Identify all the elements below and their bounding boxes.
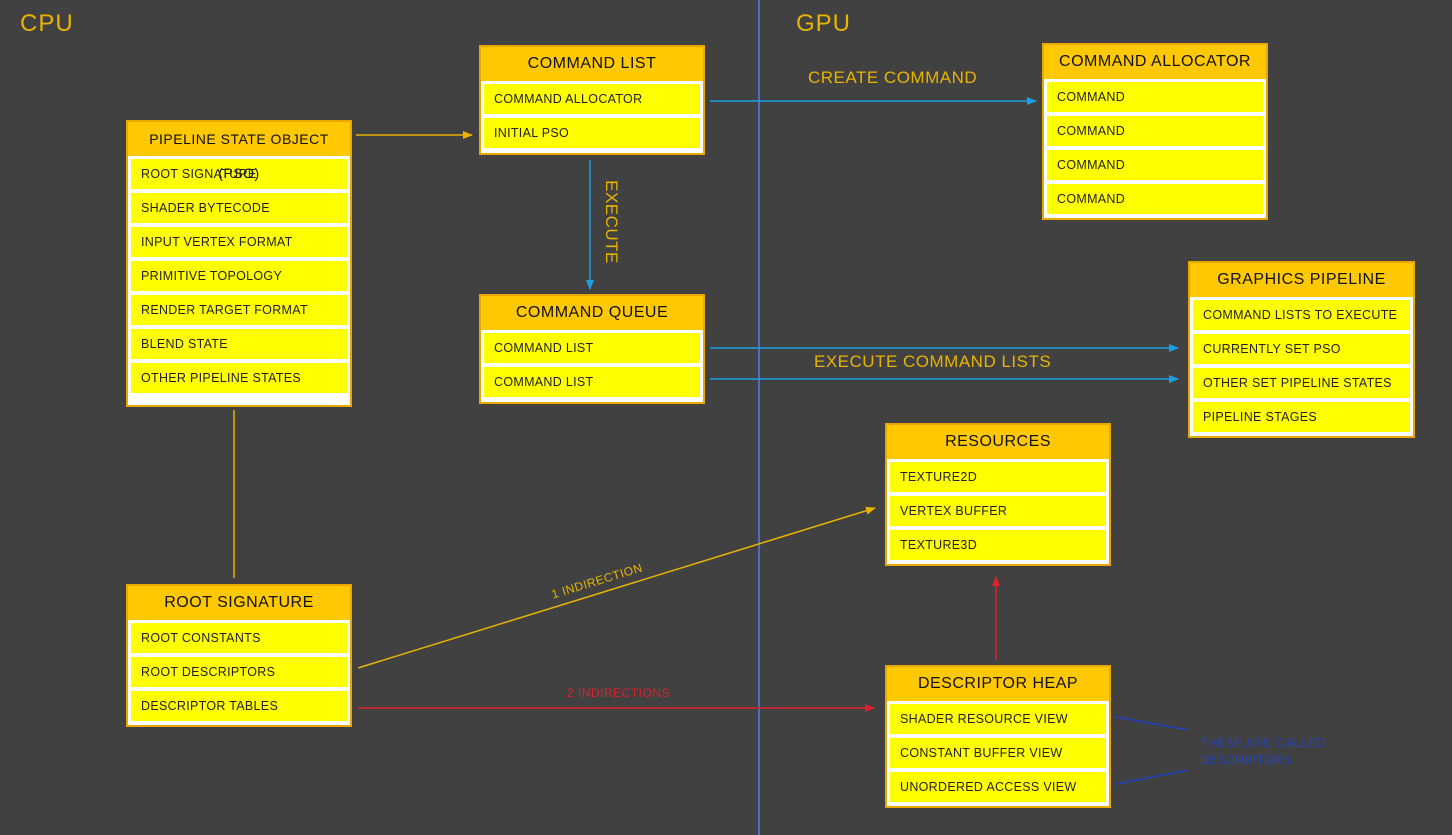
pso-item-shader-bytecode: SHADER BYTECODE [131, 193, 347, 223]
descriptor-heap-item-uav: UNORDERED ACCESS VIEW [890, 772, 1106, 802]
command-allocator-title: COMMAND ALLOCATOR [1044, 45, 1266, 79]
pso-item-input-vertex-format: INPUT VERTEX FORMAT [131, 227, 347, 257]
root-signature-box: ROOT SIGNATURE ROOT CONSTANTS ROOT DESCR… [126, 584, 352, 727]
graphics-pipeline-item-command-lists: COMMAND LISTS TO EXECUTE [1193, 300, 1410, 330]
resources-item-texture3d: TEXTURE3D [890, 530, 1106, 560]
pso-item-root-signature: ROOT SIGNATURE [131, 159, 347, 189]
descriptors-note: THESE ARE CALLED DESCRIPTORS [1200, 736, 1326, 767]
pso-item-blend-state: BLEND STATE [131, 329, 347, 359]
cpu-gpu-divider [758, 0, 760, 835]
execute-command-lists-label: EXECUTE COMMAND LISTS [814, 352, 1052, 371]
graphics-pipeline-item-stages: PIPELINE STAGES [1193, 402, 1410, 432]
resources-item-vertex-buffer: VERTEX BUFFER [890, 496, 1106, 526]
command-list-item-allocator: COMMAND ALLOCATOR [484, 84, 700, 114]
resources-box: RESOURCES TEXTURE2D VERTEX BUFFER TEXTUR… [885, 423, 1111, 566]
root-signature-item-descriptor-tables: DESCRIPTOR TABLES [131, 691, 347, 721]
descriptor-heap-item-cbv: CONSTANT BUFFER VIEW [890, 738, 1106, 768]
command-allocator-item: COMMAND [1047, 82, 1263, 112]
root-signature-item-descriptors: ROOT DESCRIPTORS [131, 657, 347, 687]
pso-item-render-target-format: RENDER TARGET FORMAT [131, 295, 347, 325]
graphics-pipeline-box: GRAPHICS PIPELINE COMMAND LISTS TO EXECU… [1188, 261, 1415, 438]
pso-item-primitive-topology: PRIMITIVE TOPOLOGY [131, 261, 347, 291]
command-allocator-item: COMMAND [1047, 184, 1263, 214]
command-list-title: COMMAND LIST [481, 47, 703, 81]
pso-item-other-pipeline-states: OTHER PIPELINE STATES [131, 363, 347, 393]
descriptor-heap-box: DESCRIPTOR HEAP SHADER RESOURCE VIEW CON… [885, 665, 1111, 808]
root-signature-item-constants: ROOT CONSTANTS [131, 623, 347, 653]
resources-item-texture2d: TEXTURE2D [890, 462, 1106, 492]
graphics-pipeline-title: GRAPHICS PIPELINE [1190, 263, 1413, 297]
pso-title: PIPELINE STATE OBJECT (PSO) [128, 122, 350, 181]
descriptor-heap-item-srv: SHADER RESOURCE VIEW [890, 704, 1106, 734]
command-queue-item: COMMAND LIST [484, 333, 700, 363]
execute-label: EXECUTE [602, 180, 621, 264]
command-allocator-item: COMMAND [1047, 150, 1263, 180]
command-list-box: COMMAND LIST COMMAND ALLOCATOR INITIAL P… [479, 45, 705, 155]
graphics-pipeline-item-other-states: OTHER SET PIPELINE STATES [1193, 368, 1410, 398]
command-list-item-initial-pso: INITIAL PSO [484, 118, 700, 148]
cpu-region-title: CPU [20, 10, 74, 37]
one-indirection-arrow [357, 506, 876, 669]
command-queue-title: COMMAND QUEUE [481, 296, 703, 330]
command-allocator-box: COMMAND ALLOCATOR COMMAND COMMAND COMMAN… [1042, 43, 1268, 220]
graphics-pipeline-item-current-pso: CURRENTLY SET PSO [1193, 334, 1410, 364]
command-allocator-item: COMMAND [1047, 116, 1263, 146]
create-command-label: CREATE COMMAND [808, 68, 978, 87]
pso-box: PIPELINE STATE OBJECT (PSO) ROOT SIGNATU… [126, 120, 352, 407]
command-queue-item: COMMAND LIST [484, 367, 700, 397]
gpu-region-title: GPU [796, 10, 852, 37]
descriptor-note-line-2 [1115, 769, 1189, 785]
descriptor-note-line-1 [1115, 716, 1189, 731]
descriptor-heap-title: DESCRIPTOR HEAP [887, 667, 1109, 701]
command-queue-box: COMMAND QUEUE COMMAND LIST COMMAND LIST [479, 294, 705, 404]
two-indirections-label: 2 INDIRECTIONS [567, 686, 671, 700]
root-signature-title: ROOT SIGNATURE [128, 586, 350, 620]
resources-title: RESOURCES [887, 425, 1109, 459]
